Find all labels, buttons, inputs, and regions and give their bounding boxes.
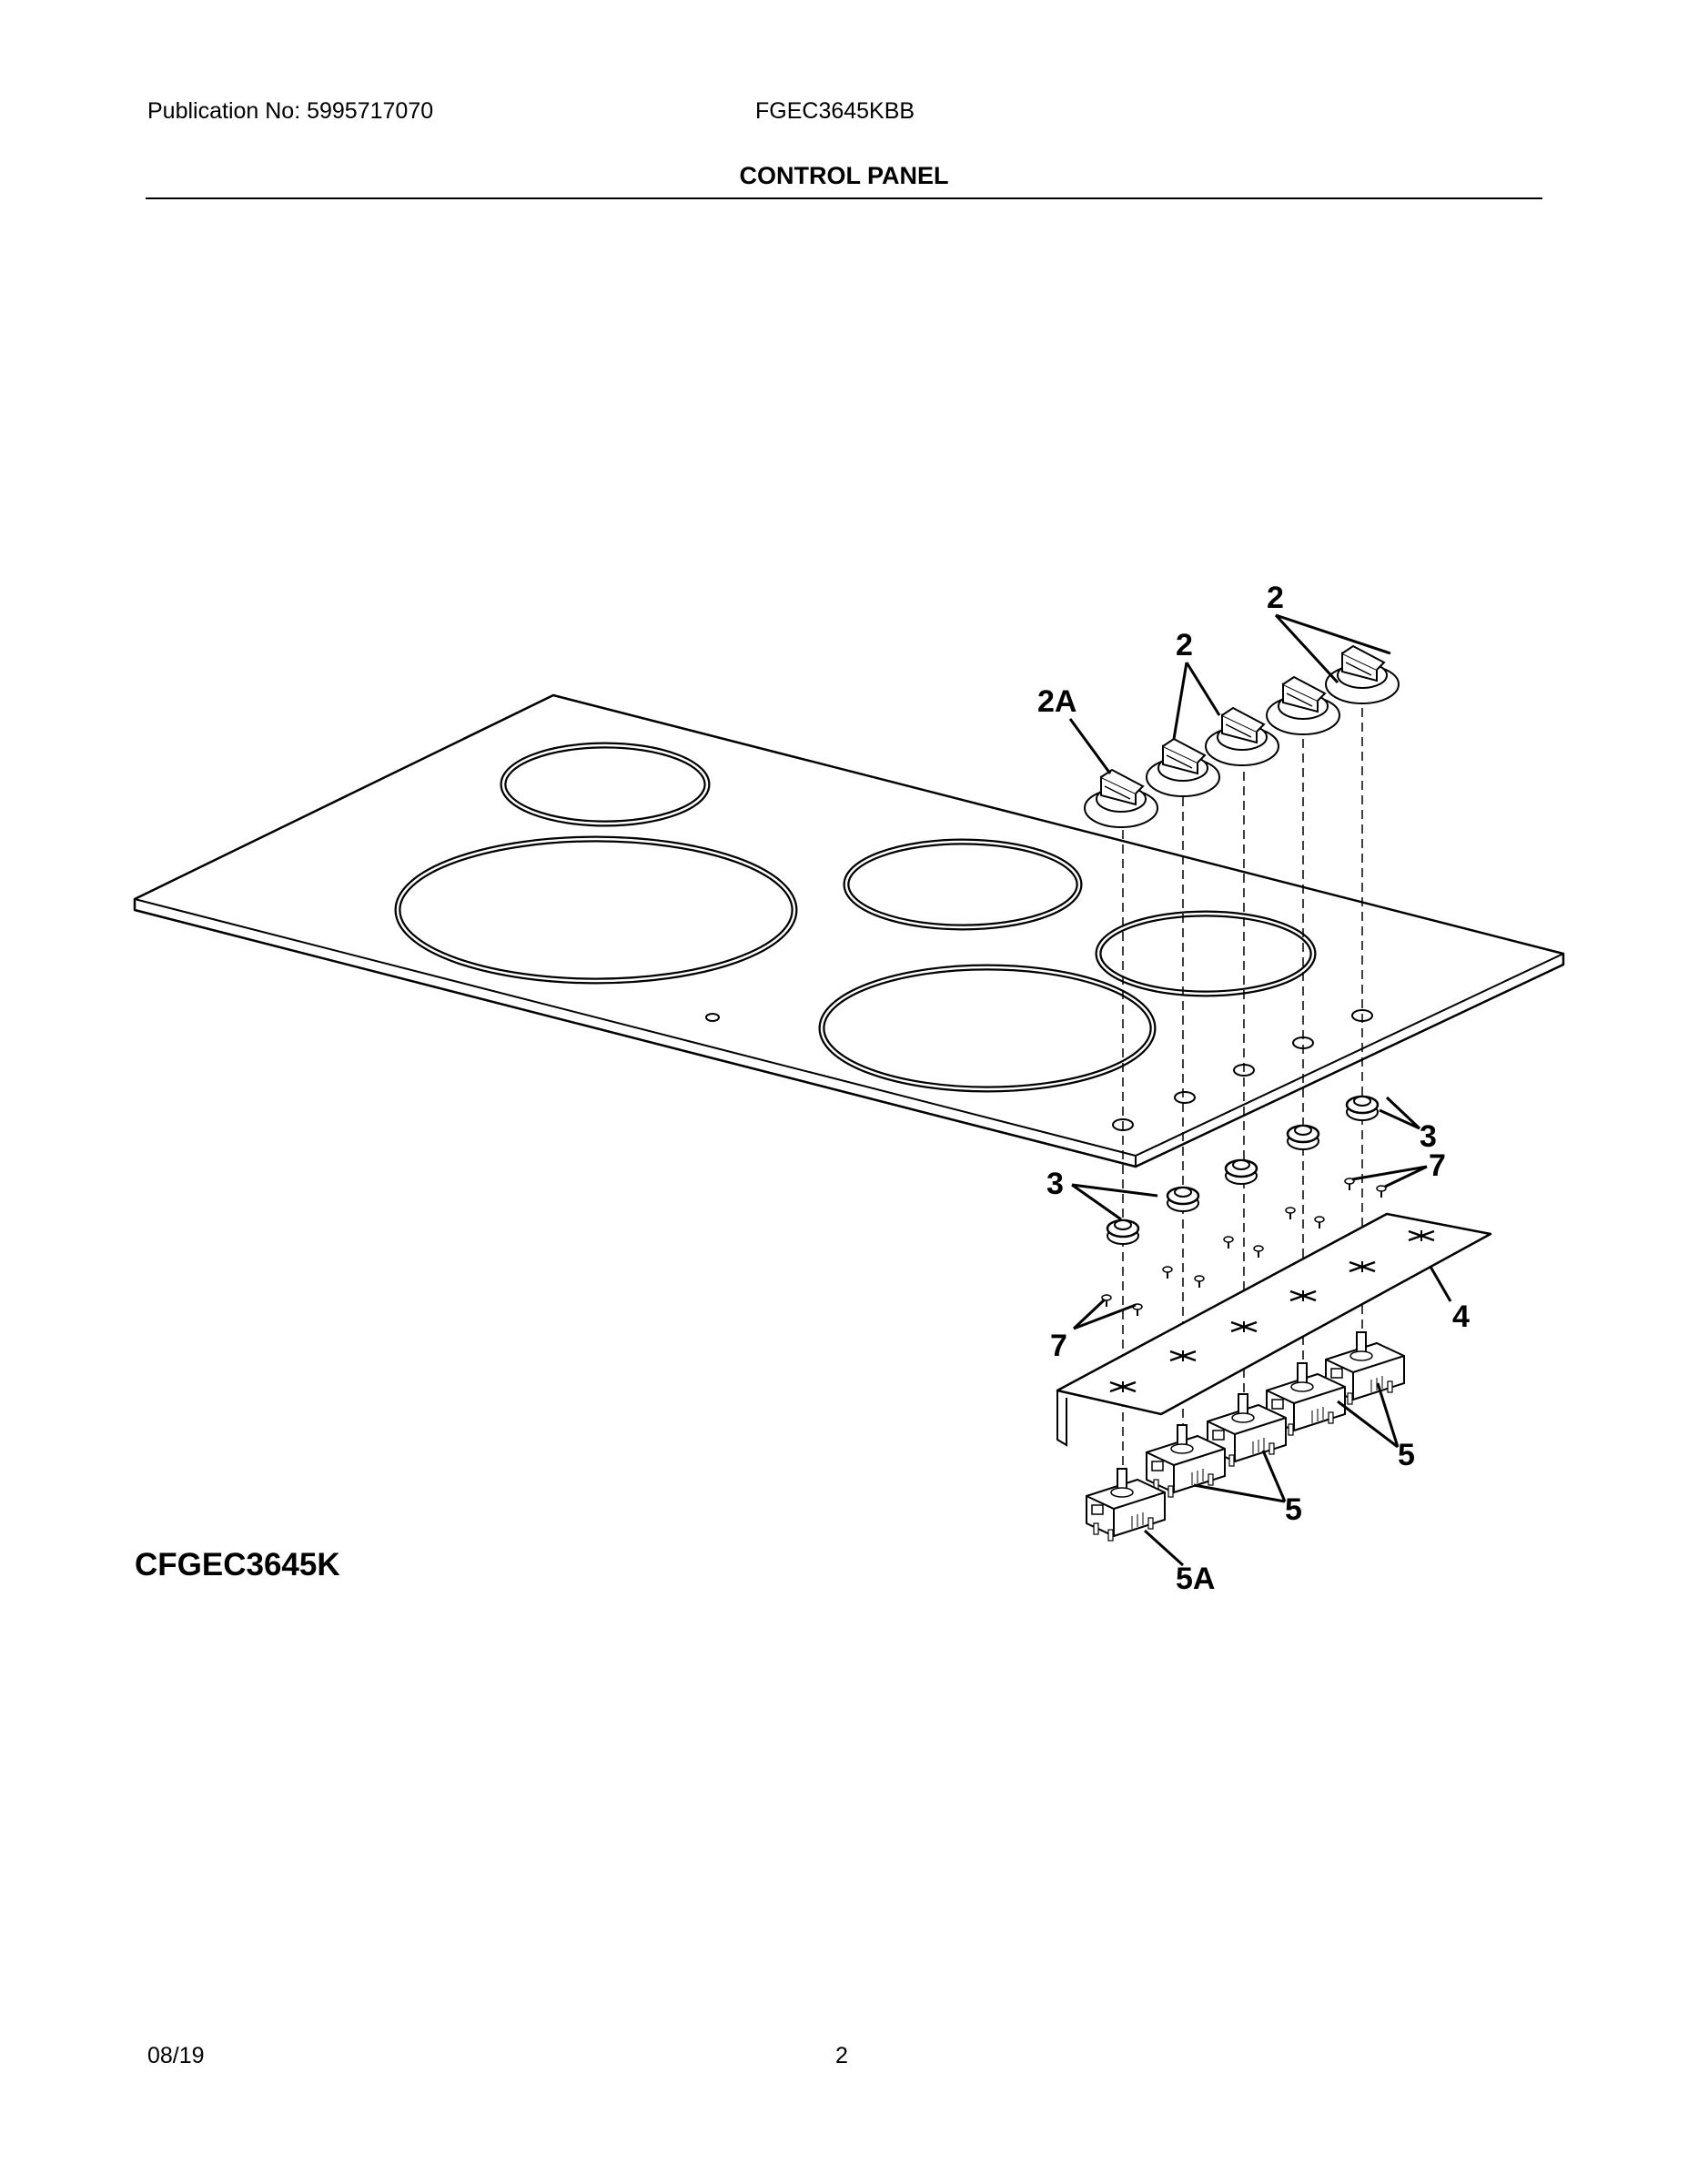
burner-rings bbox=[394, 742, 1317, 1093]
grommet bbox=[1106, 1218, 1140, 1246]
callout-label: 2 bbox=[1267, 581, 1284, 615]
callout-label: 7 bbox=[1429, 1148, 1446, 1183]
grommet bbox=[1345, 1095, 1380, 1122]
footer-date: 08/19 bbox=[147, 2043, 205, 2068]
callout-label: 5 bbox=[1285, 1492, 1302, 1527]
grommet bbox=[1224, 1158, 1258, 1186]
knob bbox=[1325, 645, 1400, 704]
callout-label: 2A bbox=[1037, 684, 1076, 719]
callout-label: 3 bbox=[1046, 1167, 1064, 1201]
callout-leaders bbox=[1068, 613, 1452, 1567]
page-title: CONTROL PANEL bbox=[739, 162, 949, 189]
model-number: FGEC3645KBB bbox=[755, 98, 915, 124]
callout-label: 5A bbox=[1176, 1562, 1215, 1596]
callout-label: 4 bbox=[1452, 1299, 1470, 1334]
callout-label: 5 bbox=[1398, 1438, 1415, 1472]
grommet bbox=[1286, 1124, 1320, 1151]
header-divider bbox=[146, 197, 1542, 199]
cooktop-glass bbox=[133, 693, 1565, 1168]
callout-label: 3 bbox=[1420, 1119, 1437, 1154]
grommet bbox=[1166, 1186, 1200, 1213]
callout-label: 7 bbox=[1050, 1329, 1067, 1363]
variant-label: CFGEC3645K bbox=[135, 1547, 340, 1582]
mounting-bracket bbox=[1056, 1212, 1492, 1447]
page-number: 2 bbox=[835, 2043, 848, 2068]
callout-label: 2 bbox=[1176, 628, 1193, 662]
publication-number: Publication No: 5995717070 bbox=[147, 98, 434, 124]
